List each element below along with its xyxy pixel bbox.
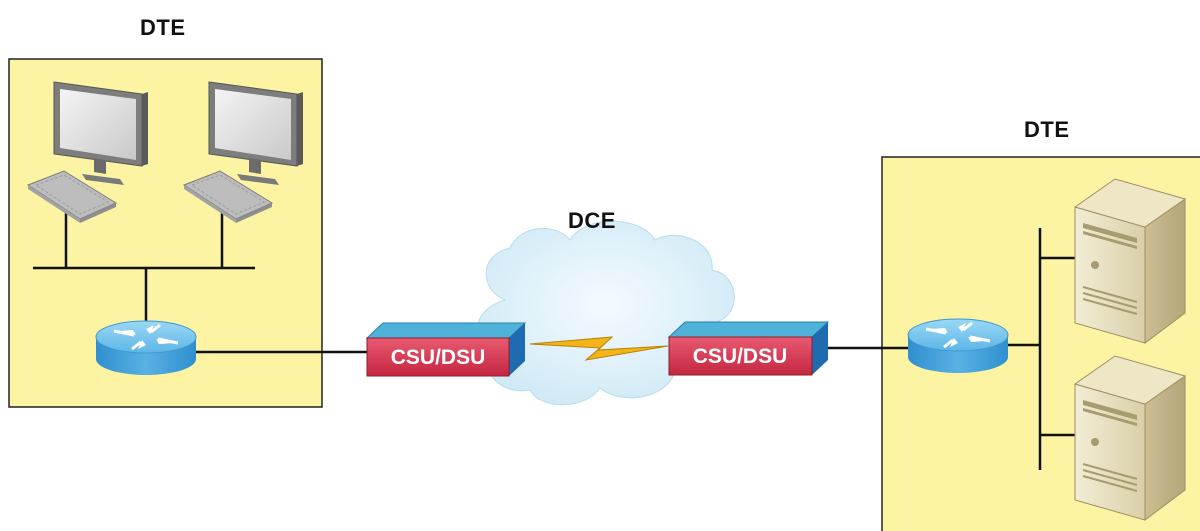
dte-left-label: DTE (140, 15, 186, 40)
router-icon (94, 319, 198, 377)
csu-dsu-left: CSU/DSU (365, 322, 527, 377)
csu-dsu-right-label: CSU/DSU (693, 345, 788, 368)
server-tower-icon (1074, 355, 1186, 521)
cloud-icon (476, 220, 735, 406)
dce-label: DCE (568, 208, 616, 233)
lightning-bolt-icon (529, 336, 669, 361)
csu-dsu-right: CSU/DSU (667, 321, 830, 376)
router-icon (906, 317, 1010, 375)
csu-dsu-left-label: CSU/DSU (391, 346, 486, 369)
server-tower-icon (1074, 178, 1186, 344)
left-lan-wiring (33, 205, 255, 325)
dte-right-label: DTE (1024, 117, 1070, 142)
